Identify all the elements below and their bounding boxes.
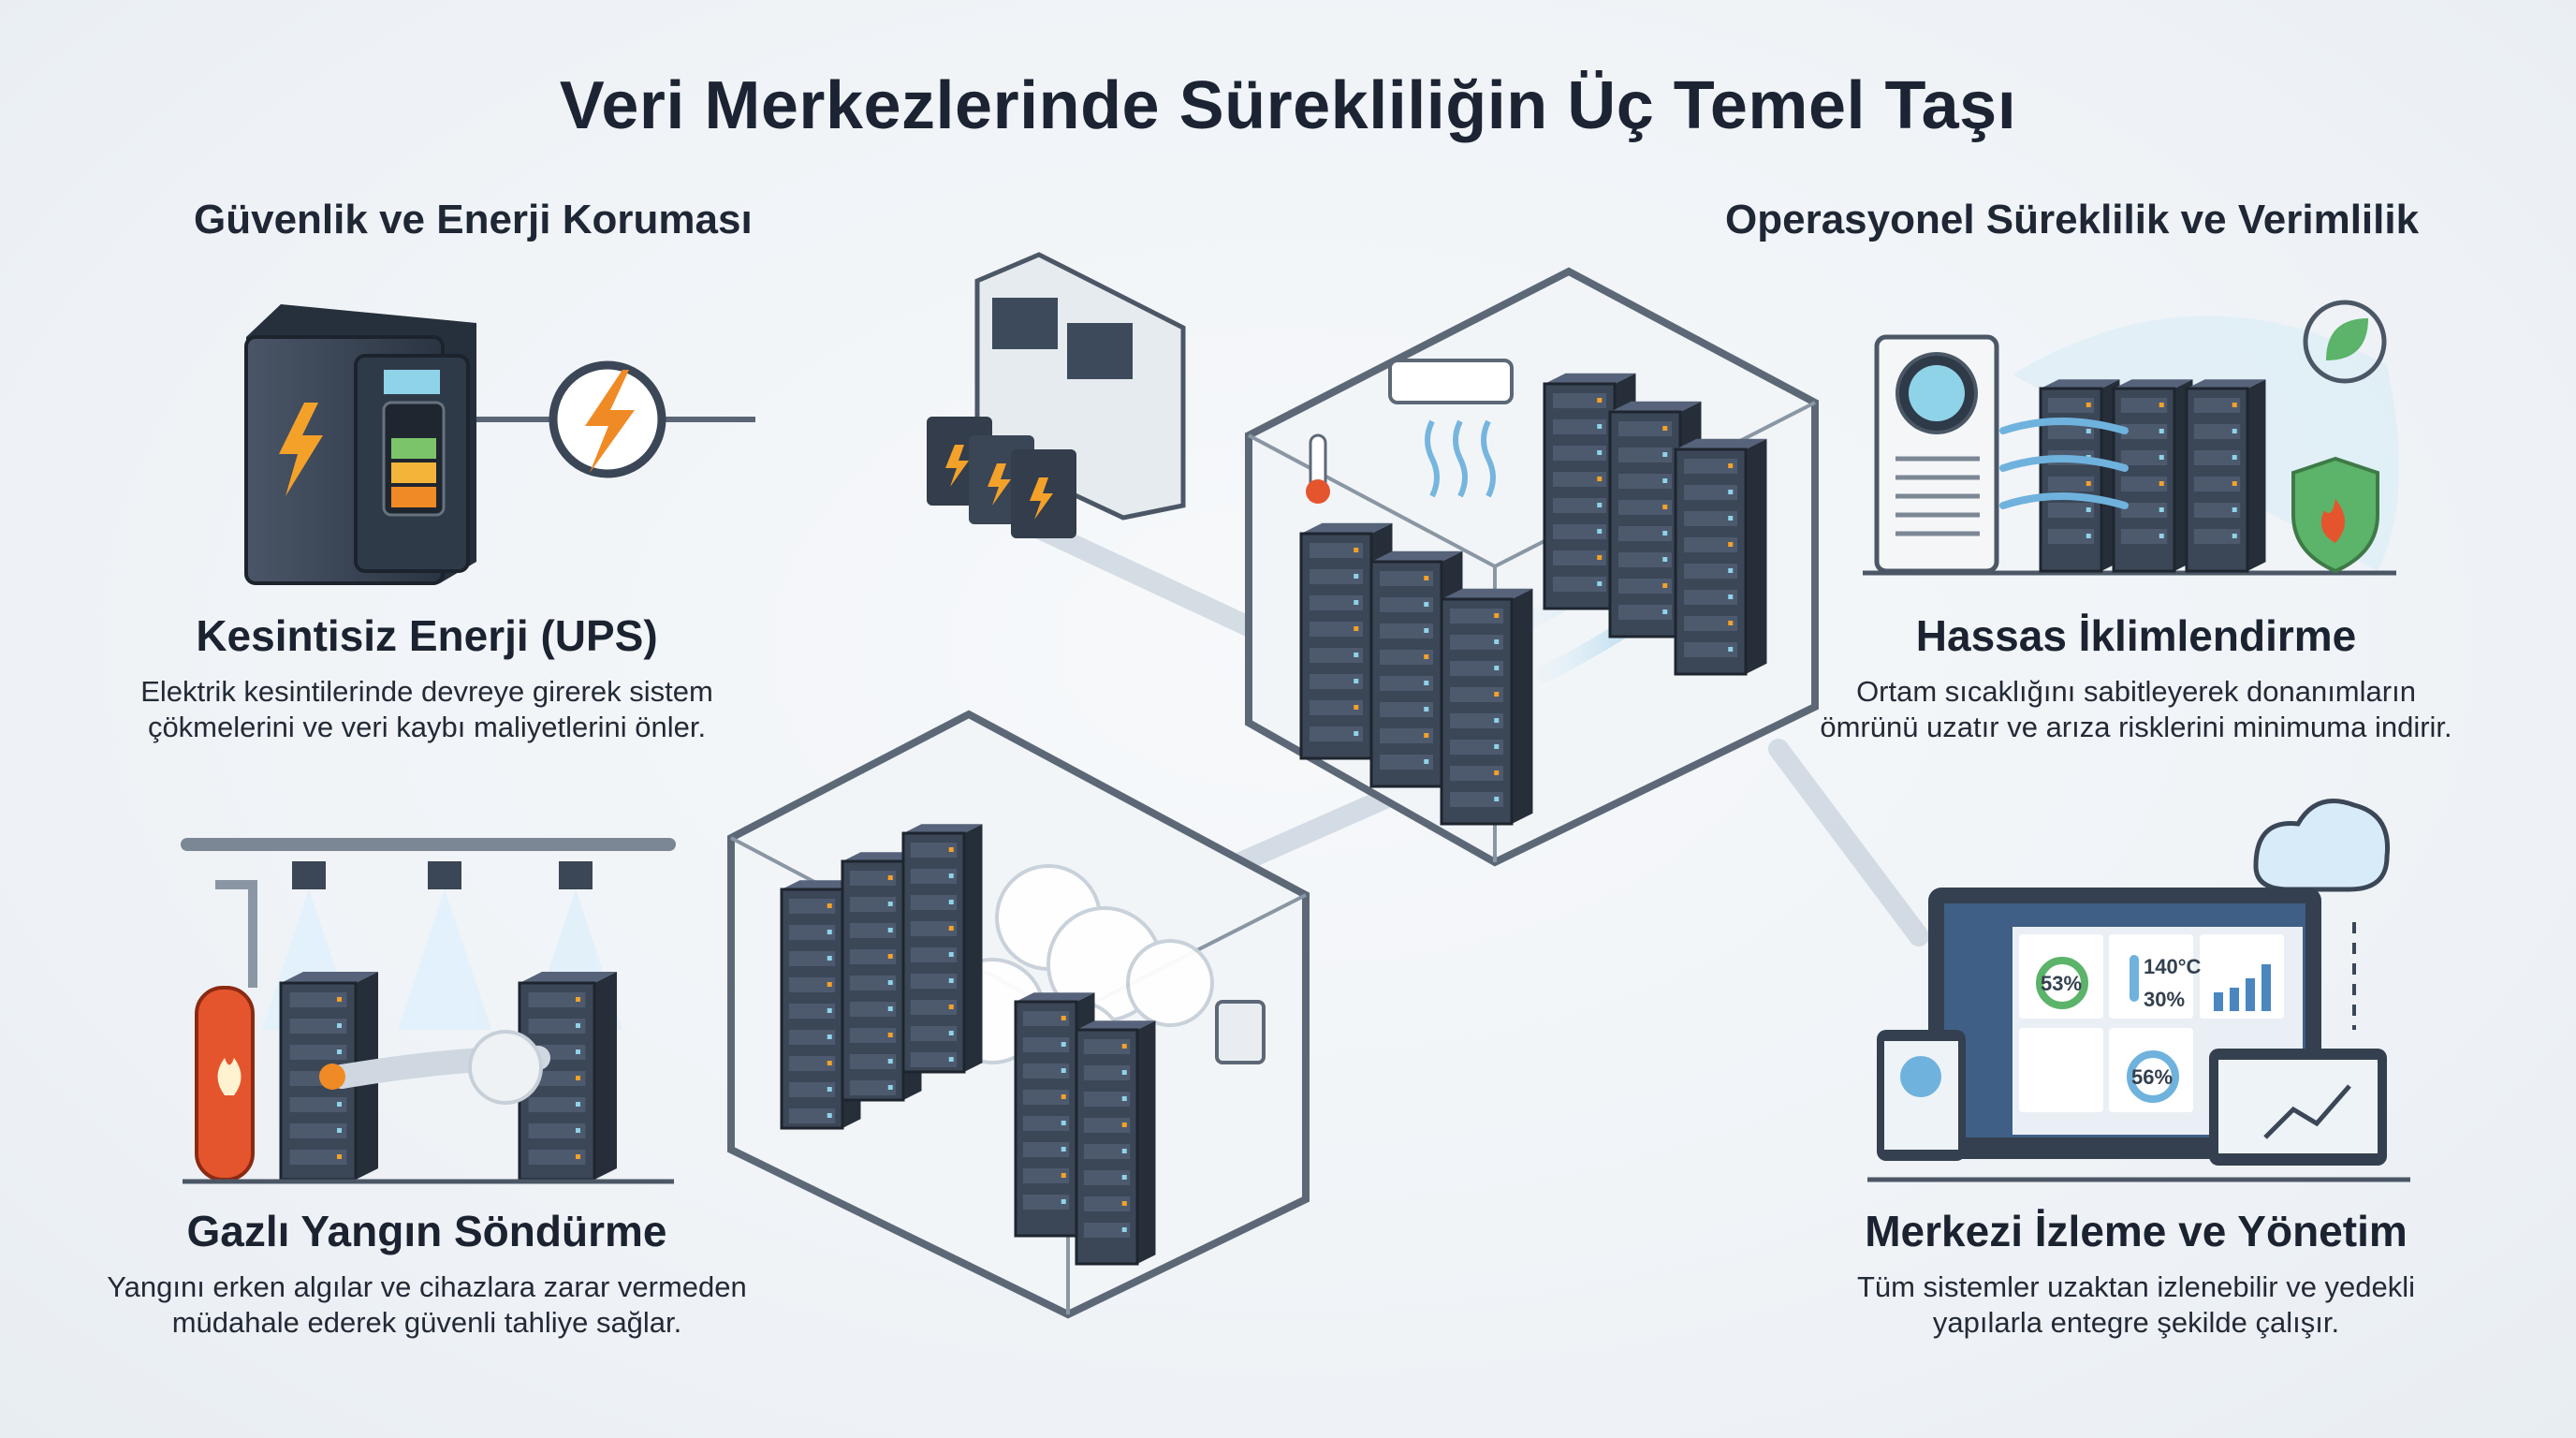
central-monitoring-illustration [1867,799,2410,1182]
card-heading: Hassas İklimlendirme [1915,611,2357,660]
page-title: Veri Merkezlerinde Sürekliliğin Üç Temel… [559,68,2017,143]
section-title-security-energy: Güvenlik ve Enerji Koruması [194,197,753,242]
card-fire-suppression: Gazlı Yangın Söndürme Yangını erken algı… [6,1206,848,1341]
card-desc-line: çökmelerini ve veri kaybı maliyetlerini … [147,711,707,743]
ups-unit-icon [244,304,476,585]
card-climate: Hassas İklimlendirme Ortam sıcaklığını s… [1715,610,2557,745]
fire-shield-icon [2291,456,2379,574]
card-desc-line: Tüm sistemler uzaktan izlenebilir ve yed… [1856,1270,2416,1303]
dashboard-temp-value: 140°C [2144,955,2202,978]
server-rack-icon [1440,588,1533,826]
server-rack-icon [2112,379,2193,573]
card-ups: Kesintisiz Enerji (UPS) Elektrik kesinti… [6,610,848,745]
server-rack-icon [1299,522,1393,760]
climate-room-illustration [1245,267,1819,867]
card-desc-line: Ortam sıcaklığını sabitleyerek donanımla… [1856,675,2416,708]
server-rack-icon [1075,1020,1156,1266]
card-desc-line: ömrünü uzatır ve arıza risklerini minimu… [1820,711,2452,743]
server-rack-icon [2039,379,2120,573]
card-desc-line: Yangını erken algılar ve cihazlara zarar… [107,1270,747,1303]
dashboard-gauge-value: 53% [2041,972,2083,995]
fire-suppression-room-illustration [727,710,1310,1319]
server-rack-icon [2185,379,2266,573]
eco-leaf-icon [2303,300,2387,384]
server-rack-icon [901,824,983,1074]
precision-cooling-illustration [1863,300,2399,576]
gas-fire-suppression-illustration [181,838,676,1184]
card-desc-line: Elektrik kesintilerinde devreye girerek … [140,675,713,708]
card-monitoring: Merkezi İzleme ve Yönetim Tüm sistemler … [1715,1206,2557,1341]
card-desc-line: yapılarla entegre şekilde çalışır. [1932,1306,2340,1339]
card-heading: Merkezi İzleme ve Yönetim [1865,1207,2408,1255]
dashboard-gauge2-value: 56% [2131,1065,2174,1089]
lightning-bolt-icon [549,360,666,478]
server-rack-icon [1674,438,1767,676]
dashboard-humidity-value: 30% [2144,988,2186,1011]
card-desc-line: müdahale ederek güvenli tahliye sağlar. [171,1306,682,1339]
section-title-operational: Operasyonel Süreklilik ve Verimlilik [1725,197,2420,242]
thermometer-icon [1306,433,1330,504]
card-heading: Gazlı Yangın Söndürme [186,1207,667,1255]
card-heading: Kesintisiz Enerji (UPS) [196,611,658,660]
battery-cabinet-icon [927,252,1186,538]
